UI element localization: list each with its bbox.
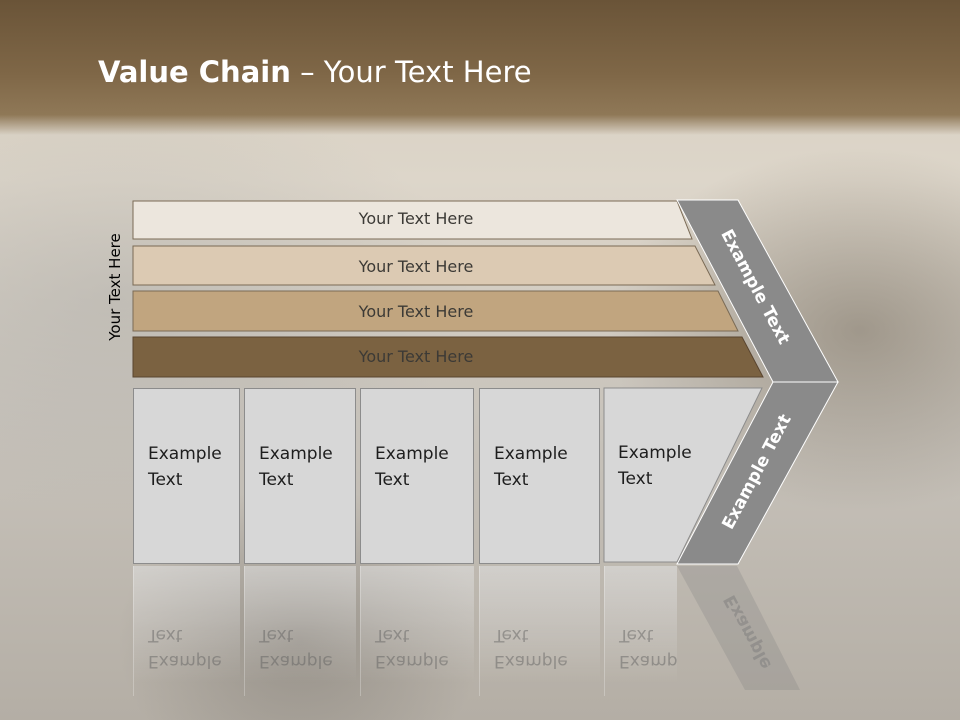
bar-4-shape[interactable] <box>132 336 764 378</box>
bar-4-label: Your Text Here <box>358 347 474 366</box>
chevron-reflection <box>677 566 800 690</box>
bar-2-shape[interactable] <box>132 245 716 286</box>
bar-2-label: Your Text Here <box>358 257 474 276</box>
bar-3-shape[interactable] <box>132 290 739 332</box>
title-rest: – Your Text Here <box>290 55 532 89</box>
slide-title[interactable]: Value Chain – Your Text Here <box>98 55 532 89</box>
bar-1-label: Your Text Here <box>358 209 474 228</box>
bar-1-shape[interactable] <box>132 200 693 240</box>
box-5-shape[interactable] <box>603 387 763 563</box>
chevron-lower[interactable] <box>676 381 839 565</box>
title-bold: Value Chain <box>98 55 291 89</box>
header-band <box>0 0 960 135</box>
bar-3-label: Your Text Here <box>358 302 474 321</box>
